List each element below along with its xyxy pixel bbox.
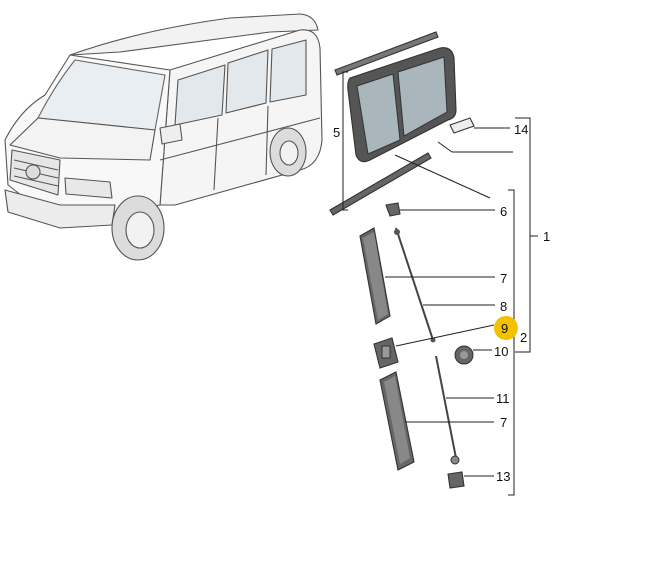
callout-13: 13 [496,469,510,484]
part-14-clip [449,117,475,134]
callout-11: 11 [496,391,510,406]
leader-lines [342,71,538,496]
lower-rod [435,355,457,459]
lower-trim-strip [329,152,432,216]
window-pane-left [356,73,401,155]
callout-2: 2 [520,330,527,345]
mechanism-parts [359,202,474,489]
highlight-marker [494,316,518,340]
window-pane-right [397,56,448,137]
callout-1: 1 [543,229,550,244]
van-illustration [4,13,323,261]
callout-5: 5 [333,125,340,140]
part-13-clip [447,471,465,489]
side-window-assembly [329,31,475,216]
callout-14: 14 [514,122,528,137]
callout-6: 6 [500,204,507,219]
callout-7-upper: 7 [500,271,507,286]
part-6-clip [385,202,401,217]
upper-rod [395,227,434,341]
callout-10: 10 [494,344,508,359]
upper-trim-strip [334,31,439,76]
callout-8: 8 [500,299,507,314]
callout-9: 9 [501,321,508,336]
callout-labels: 5 14 1 6 7 8 9 2 10 11 7 13 [333,122,550,484]
callout-7-lower: 7 [500,415,507,430]
